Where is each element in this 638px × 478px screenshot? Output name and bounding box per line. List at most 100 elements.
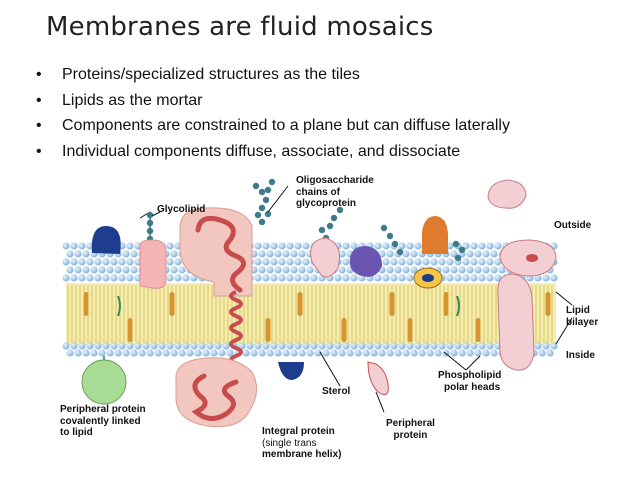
lipid-tail-layer (66, 283, 556, 345)
phospholipid-head (94, 342, 102, 350)
phospholipid-head (70, 258, 78, 266)
phospholipid-head (282, 349, 290, 357)
phospholipid-head (286, 274, 294, 282)
phospholipid-head (414, 342, 422, 350)
phospholipid-head (274, 266, 282, 274)
integral-protein-inner-loop (191, 373, 239, 421)
phospholipid-head (398, 274, 406, 282)
label-pointers (151, 211, 573, 413)
phospholipid-head (462, 274, 470, 282)
phospholipid-head (454, 342, 462, 350)
phospholipid-head (102, 274, 110, 282)
label-line: Oligosaccharide (296, 175, 374, 186)
phospholipid-head (494, 242, 502, 250)
phospholipid-head (410, 250, 418, 258)
phospholipid-head (286, 242, 294, 250)
phospholipid-head (114, 349, 122, 357)
phospholipid-head (334, 342, 342, 350)
phospholipid-head (474, 349, 482, 357)
phospholipid-head (78, 342, 86, 350)
phospholipid-head (90, 349, 98, 357)
phospholipid-head (466, 250, 474, 258)
slide-title: Membranes are fluid mosaics (46, 12, 434, 42)
phospholipid-head (274, 250, 282, 258)
phospholipid-head (298, 250, 306, 258)
sterol-molecule (169, 292, 175, 316)
phospholipid-head (278, 242, 286, 250)
phospholipid-head (166, 242, 174, 250)
phospholipid-head (426, 349, 434, 357)
phospholipid-head (386, 266, 394, 274)
phospholipid-head (306, 349, 314, 357)
phospholipid-head (346, 349, 354, 357)
phospholipid-head (66, 250, 74, 258)
phospholipid-head (406, 342, 414, 350)
phospholipid-head (66, 266, 74, 274)
phospholipid-head (130, 250, 138, 258)
phospholipid-head (306, 266, 314, 274)
phospholipid-head (434, 349, 442, 357)
phospholipid-head (70, 274, 78, 282)
phospholipid-head (166, 258, 174, 266)
label-line: Integral protein (262, 426, 335, 437)
phospholipid-head (394, 349, 402, 357)
phospholipid-head (366, 342, 374, 350)
phospholipid-head (150, 342, 158, 350)
phospholipid-head (70, 242, 78, 250)
phospholipid-head (350, 242, 358, 250)
inside-label: Inside (566, 350, 595, 361)
phospholipid-head (62, 342, 70, 350)
phospholipid-head (342, 342, 350, 350)
phospholipid-head (78, 258, 86, 266)
label-line: covalently linked (60, 415, 141, 427)
phospholipid-head (298, 349, 306, 357)
phospholipid-head (238, 342, 246, 350)
phospholipid-head (410, 266, 418, 274)
phospholipid-head (390, 274, 398, 282)
phospholipid-head (90, 266, 98, 274)
phospholipid-head (126, 242, 134, 250)
green-peripheral-protein (81, 359, 127, 405)
phospholipid-head (74, 250, 82, 258)
bullet-item: Components are constrained to a plane bu… (34, 113, 510, 139)
phospholipid-head (446, 242, 454, 250)
phospholipid-head (546, 349, 554, 357)
phospholipid-head (78, 274, 86, 282)
label-line: Peripheral protein (60, 404, 146, 415)
phospholipid-head (182, 342, 190, 350)
phospholipid-head (158, 342, 166, 350)
phospholipid-head (406, 274, 414, 282)
lipid-anchor (456, 295, 460, 317)
phospholipid-head (314, 349, 322, 357)
phospholipid-head (146, 349, 154, 357)
phospholipid-head (438, 342, 446, 350)
phospholipid-head (246, 342, 254, 350)
phospholipid-head (118, 342, 126, 350)
phospholipid-head (470, 258, 478, 266)
bullet-item: Individual components diffuse, associate… (34, 139, 510, 165)
phospholipid-head (470, 274, 478, 282)
phospholipid-head (106, 349, 114, 357)
phospholipid-head (398, 342, 406, 350)
phospholipid-head (74, 349, 82, 357)
phospholipid-head (270, 258, 278, 266)
bullet-list: Proteins/specialized structures as the t… (34, 62, 510, 164)
phospholipid-head (498, 266, 506, 274)
label-line: Phospholipid (438, 370, 502, 381)
phospholipid-head (118, 258, 126, 266)
bullet-item: Lipids as the mortar (34, 88, 510, 114)
phospholipid-head (170, 250, 178, 258)
phospholipid-head (70, 342, 78, 350)
phospholipid-head (446, 342, 454, 350)
phospholipid-head (414, 258, 422, 266)
orange-protein (422, 216, 448, 254)
phospholipid-head (534, 274, 542, 282)
outside-label: Outside (554, 220, 592, 231)
phospholipid-head (382, 274, 390, 282)
peripheral-outer-protein (310, 237, 340, 278)
phospholipid-head (302, 258, 310, 266)
phospholipid-head (374, 342, 382, 350)
phospholipid-head (266, 266, 274, 274)
phospholipid-head (214, 342, 222, 350)
phospholipid-head (262, 258, 270, 266)
